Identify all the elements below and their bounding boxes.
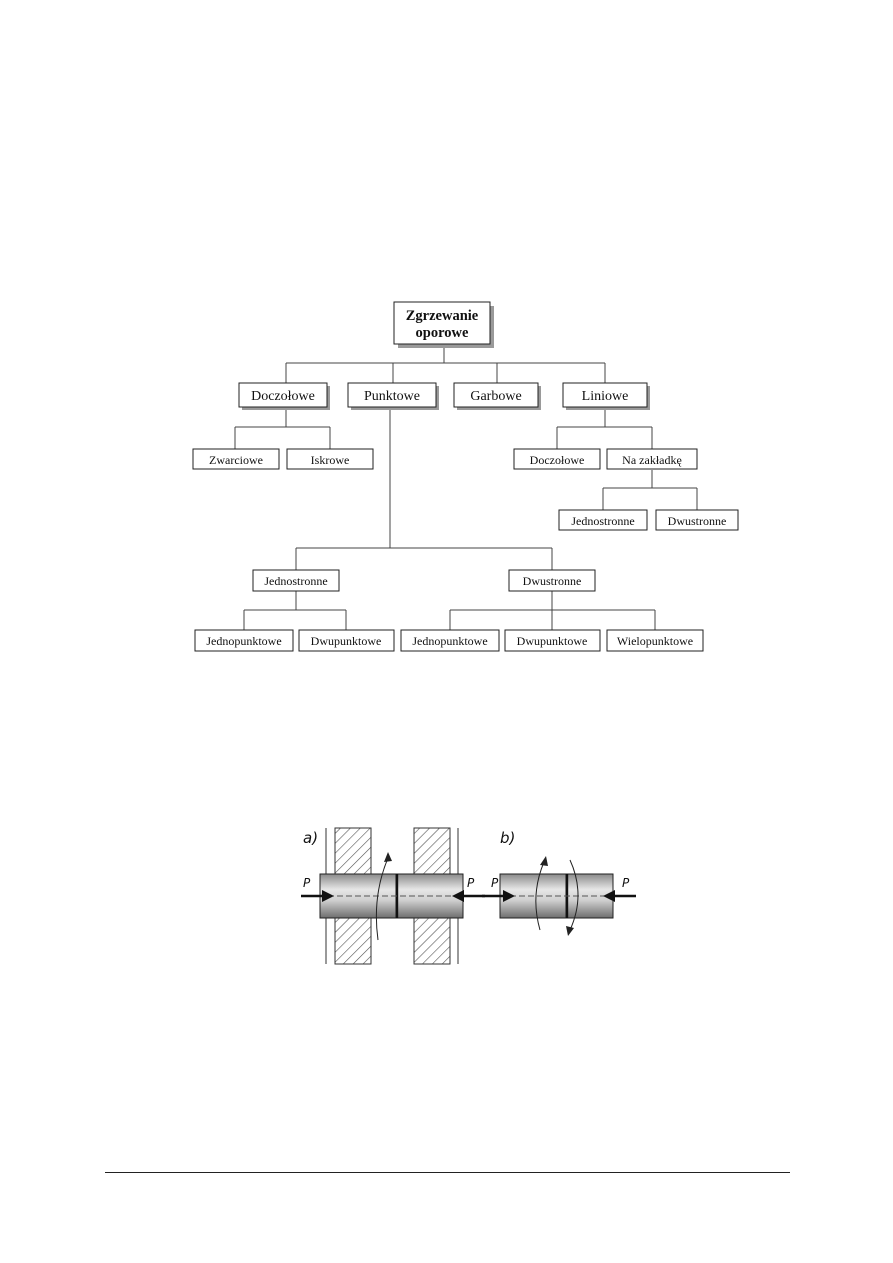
node-label: Punktowe xyxy=(364,389,420,404)
force-arrow-right-b-icon xyxy=(603,890,636,902)
tree-node-liniowe: Liniowe xyxy=(562,382,650,410)
panel-a-force-right: P xyxy=(467,876,475,890)
panel-a-force-left: P xyxy=(303,876,311,890)
node-label: Dwustronne xyxy=(668,514,727,528)
tree-node-garbowe: Garbowe xyxy=(453,382,541,410)
node-label: Jednopunktowe xyxy=(206,634,281,648)
tree-connectors xyxy=(234,345,698,630)
node-label: Dwustronne xyxy=(523,574,582,588)
node-label: Jednopunktowe xyxy=(412,634,487,648)
node-label: Garbowe xyxy=(470,389,521,404)
node-label: Jednostronne xyxy=(571,514,634,528)
left-electrode-clamp xyxy=(325,827,372,965)
node-label: Dwupunktowe xyxy=(311,634,382,648)
tree-node-zakladka-jednostronne: Jednostronne xyxy=(558,509,648,531)
root-label-line-2: oporowe xyxy=(416,325,469,341)
node-label: Liniowe xyxy=(582,389,629,404)
panel-a: a) P P xyxy=(301,827,485,965)
panel-b-force-right: P xyxy=(622,876,630,890)
panel-a-label: a) xyxy=(303,829,318,847)
tree-node-dwustronne-dwupunktowe: Dwupunktowe xyxy=(504,629,601,652)
tree-node-punktowe: Punktowe xyxy=(347,382,439,410)
node-label: Wielopunktowe xyxy=(617,634,693,648)
tree-node-punktowe-jednostronne: Jednostronne xyxy=(252,569,340,592)
tree-node-liniowe-doczolowe: Doczołowe xyxy=(513,448,601,470)
force-arrow-left-icon xyxy=(301,890,334,902)
tree-node-zwarciowe: Zwarciowe xyxy=(192,448,280,470)
node-label: Iskrowe xyxy=(311,453,350,467)
tree-node-dwustronne-wielopunktowe: Wielopunktowe xyxy=(606,629,704,652)
rotation-arrow-down-icon xyxy=(569,859,579,931)
panel-b-label: b) xyxy=(500,829,515,847)
node-label: Doczołowe xyxy=(530,453,585,467)
footer-rule xyxy=(105,1172,790,1173)
node-label: Zwarciowe xyxy=(209,453,263,467)
tree-node-punktowe-dwustronne: Dwustronne xyxy=(508,569,596,592)
panel-b-force-left: P xyxy=(491,876,499,890)
node-label: Na zakładkę xyxy=(622,453,682,467)
node-label: Dwupunktowe xyxy=(517,634,588,648)
rotation-arrow-icon xyxy=(375,857,389,941)
tree-node-zakladka-dwustronne: Dwustronne xyxy=(655,509,739,531)
force-arrow-right-icon xyxy=(452,890,485,902)
root-label-line-1: Zgrzewanie xyxy=(406,308,479,324)
tree-node-iskrowe: Iskrowe xyxy=(286,448,374,470)
tree-node-dwustronne-jednopunktowe: Jednopunktowe xyxy=(400,629,500,652)
right-electrode-clamp xyxy=(413,827,459,965)
tree-root-node: Zgrzewanie oporowe xyxy=(393,301,494,348)
tree-node-jednostronne-jednopunktowe: Jednopunktowe xyxy=(194,629,294,652)
panel-b: b) P P xyxy=(482,829,636,936)
node-label: Jednostronne xyxy=(264,574,327,588)
tree-node-jednostronne-dwupunktowe: Dwupunktowe xyxy=(298,629,395,652)
tree-node-na-zakladke: Na zakładkę xyxy=(606,448,698,470)
force-arrow-left-b-icon xyxy=(482,890,515,902)
classification-tree: Zgrzewanie oporowe Doczołowe Punktowe Ga… xyxy=(192,301,739,652)
rotation-arrow-up-icon xyxy=(535,861,545,931)
node-label: Doczołowe xyxy=(251,389,315,404)
tree-node-doczolowe: Doczołowe xyxy=(238,382,330,410)
